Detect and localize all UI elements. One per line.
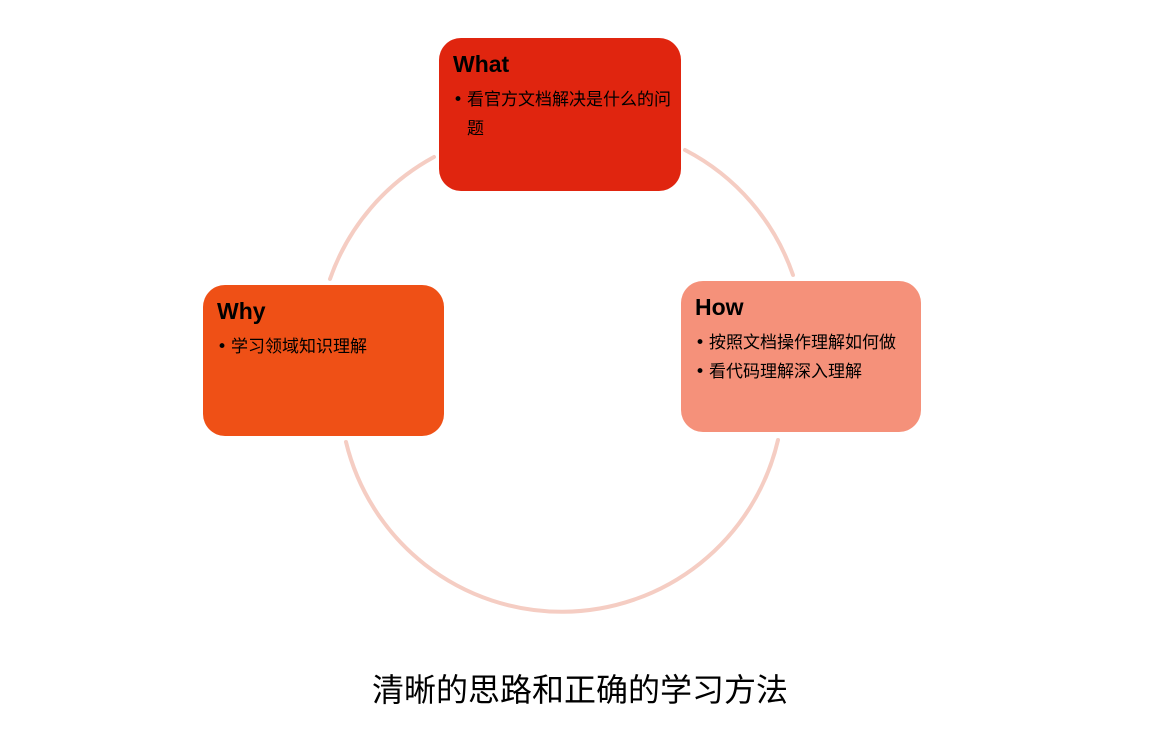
cycle-arc-what-to-how [683, 148, 795, 277]
why-card-item: •学习领域知识理解 [217, 333, 430, 362]
how-card-title: How [695, 294, 744, 320]
why-card: Why •学习领域知识理解 [203, 285, 444, 436]
how-card-item: •看代码理解深入理解 [695, 358, 907, 387]
what-card-item-text: 看官方文档解决是什么的问题 [467, 90, 671, 139]
why-card-title: Why [217, 298, 266, 324]
what-card: What •看官方文档解决是什么的问题 [439, 38, 681, 191]
why-card-item-text: 学习领域知识理解 [231, 337, 367, 357]
how-card-item-text: 看代码理解深入理解 [709, 362, 862, 382]
how-card: How •按照文档操作理解如何做 •看代码理解深入理解 [681, 281, 921, 432]
how-card-item: •按照文档操作理解如何做 [695, 329, 907, 358]
bullet-icon: • [695, 362, 706, 382]
bullet-icon: • [453, 90, 464, 110]
bullet-icon: • [695, 333, 706, 353]
what-card-title: What [453, 51, 510, 77]
bullet-icon: • [217, 337, 228, 357]
how-card-item-text: 按照文档操作理解如何做 [709, 333, 896, 353]
why-card-list: •学习领域知识理解 [217, 333, 430, 362]
what-card-list: •看官方文档解决是什么的问题 [453, 86, 671, 144]
cycle-arc-how-to-why [344, 438, 780, 614]
how-card-list: •按照文档操作理解如何做 •看代码理解深入理解 [695, 329, 907, 387]
diagram-caption: 清晰的思路和正确的学习方法 [371, 671, 788, 709]
what-card-item: •看官方文档解决是什么的问题 [453, 86, 679, 144]
cycle-arc-why-to-what [328, 155, 436, 281]
